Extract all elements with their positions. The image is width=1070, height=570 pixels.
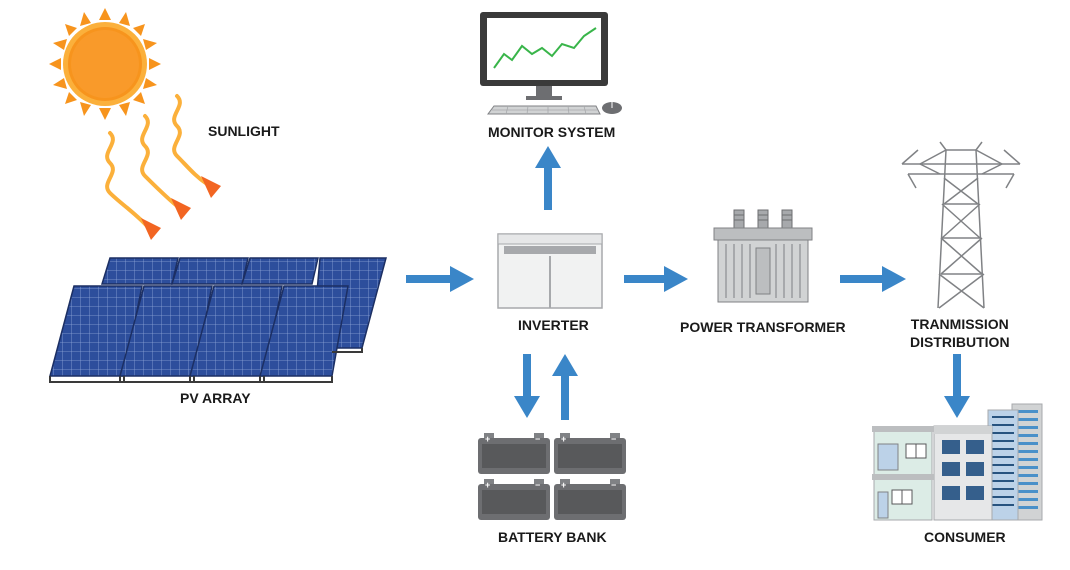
arrow-right-icon — [624, 266, 688, 292]
inverter-icon — [497, 233, 603, 309]
transmission-label-line1: TRANMISSION — [910, 316, 1009, 332]
battery-minus-terminal: − — [611, 480, 616, 490]
battery-plus-terminal: + — [485, 434, 490, 444]
sunray-icon — [105, 94, 221, 240]
power-transformer-label: POWER TRANSFORMER — [680, 319, 846, 335]
battery-plus-terminal: + — [485, 480, 490, 490]
transmission-tower-icon — [901, 141, 1021, 309]
battery-plus-terminal: + — [561, 480, 566, 490]
battery-icon: + − + − + − + − — [478, 433, 626, 520]
arrow-up-icon — [535, 146, 561, 210]
building-icon — [872, 403, 1043, 521]
arrow-right-icon — [840, 266, 906, 292]
battery-minus-terminal: − — [535, 480, 540, 490]
monitor-system-label: MONITOR SYSTEM — [488, 124, 616, 140]
solar-panel-icon — [49, 257, 387, 383]
arrow-down-icon — [514, 354, 540, 418]
pv-array-label: PV ARRAY — [180, 390, 251, 406]
consumer-label: CONSUMER — [924, 529, 1006, 545]
arrow-down-icon — [944, 354, 970, 418]
transformer-icon — [713, 209, 813, 303]
battery-plus-terminal: + — [561, 434, 566, 444]
battery-minus-terminal: − — [535, 434, 540, 444]
sunlight-label: SUNLIGHT — [208, 123, 280, 139]
transmission-label-line2: DISTRIBUTION — [910, 334, 1010, 350]
arrow-right-icon — [406, 266, 474, 292]
inverter-label: INVERTER — [518, 317, 589, 333]
computer-monitor-icon — [480, 12, 622, 115]
arrow-up-icon — [552, 354, 578, 420]
sun-icon — [49, 8, 161, 120]
battery-bank-label: BATTERY BANK — [498, 529, 607, 545]
transmission-label: TRANMISSION DISTRIBUTION — [910, 315, 1010, 351]
battery-minus-terminal: − — [611, 434, 616, 444]
